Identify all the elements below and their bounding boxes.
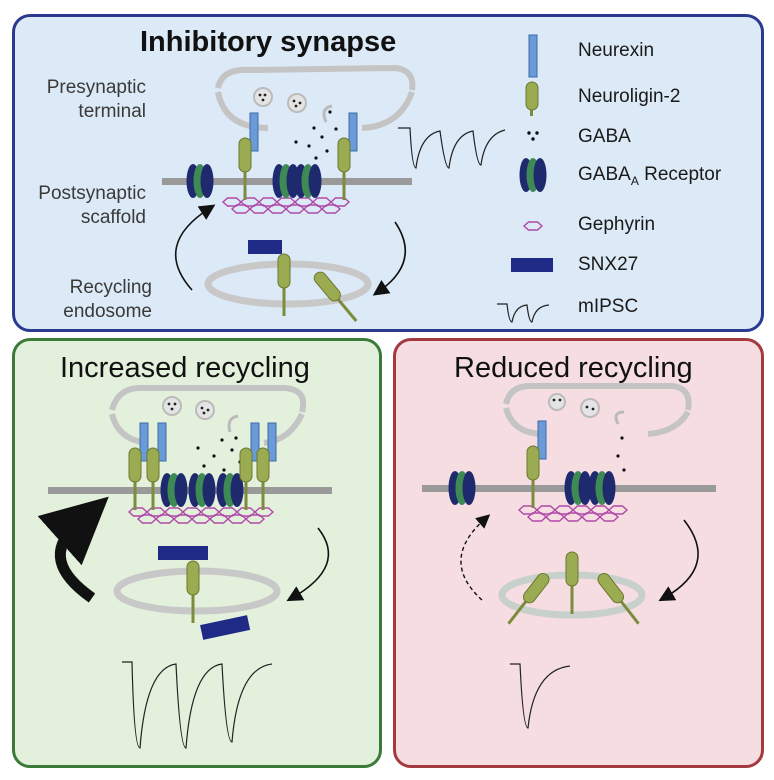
legend-gaba-icon [527, 131, 539, 141]
increased-recycling-title: Increased recycling [60, 352, 310, 384]
inc-recycle-arrow-big [37, 496, 109, 603]
inc-gaba-dots [196, 436, 242, 472]
recycling-label-line1: Recycling [69, 277, 152, 298]
red-recycle-arrow-right [658, 519, 699, 602]
red-mipsc-trace [510, 663, 571, 729]
inc-gephyrin-scaffold [128, 507, 274, 524]
legend-gaba-label: GABA [578, 126, 631, 147]
legend-receptor-suffix: Receptor [638, 164, 722, 185]
inc-recycle-arrow-right [286, 527, 330, 602]
top-gaba-dots [294, 110, 338, 160]
red-gaba-dots [616, 436, 626, 472]
legend-receptor-prefix: GABA [578, 164, 631, 185]
reduced-recycling-panel [393, 338, 764, 768]
red-presynaptic-membrane [503, 383, 692, 437]
legend-gephyrin-icon [523, 221, 543, 231]
legend-neuroligin-icon [525, 81, 539, 116]
inc-mipsc-trace [122, 661, 273, 749]
red-recycle-arrow-dashed [460, 514, 491, 601]
red-gephyrin-scaffold [518, 505, 628, 522]
legend-snx27-label: SNX27 [578, 254, 639, 275]
legend-receptor-icon [519, 158, 547, 192]
top-presynaptic-membrane [215, 64, 416, 131]
top-gephyrin-scaffold [222, 197, 350, 214]
legend-neurexin-label: Neurexin [578, 40, 655, 61]
inc-receptors [160, 473, 244, 507]
top-recycle-arrow-right [372, 221, 407, 296]
legend-mipsc-icon [497, 303, 550, 323]
postsynaptic-label-line2: scaffold [80, 207, 146, 228]
inc-snx27-top [158, 546, 208, 560]
legend-neurexin-icon [528, 34, 538, 78]
legend-receptor-label: GABAA Receptor [578, 164, 721, 188]
red-vesicles [548, 393, 625, 425]
presynaptic-label-line2: terminal [78, 101, 146, 122]
presynaptic-terminal-label: Presynaptic terminal [28, 76, 146, 124]
legend-mipsc-label: mIPSC [578, 296, 639, 317]
postsynaptic-label-line1: Postsynaptic [38, 183, 146, 204]
legend-receptor-sub: A [630, 173, 639, 188]
inc-vesicles [162, 396, 239, 433]
legend-gephyrin-label: Gephyrin [578, 214, 656, 235]
recycling-endosome-label: Recycling endosome [28, 276, 152, 324]
legend-neuroligin-label: Neuroligin-2 [578, 86, 681, 107]
top-panel-title: Inhibitory synapse [140, 26, 397, 58]
top-vesicles [253, 87, 333, 123]
recycling-label-line2: endosome [63, 301, 152, 322]
postsynaptic-scaffold-label: Postsynaptic scaffold [18, 182, 146, 230]
top-snx27 [248, 240, 282, 254]
top-mipsc-trace [398, 127, 506, 169]
inc-snx27-bottom [200, 615, 251, 640]
reduced-recycling-title: Reduced recycling [454, 352, 693, 384]
presynaptic-label-line1: Presynaptic [46, 77, 146, 98]
legend-snx27-icon [511, 258, 553, 272]
top-recycle-arrow-left [175, 204, 216, 291]
